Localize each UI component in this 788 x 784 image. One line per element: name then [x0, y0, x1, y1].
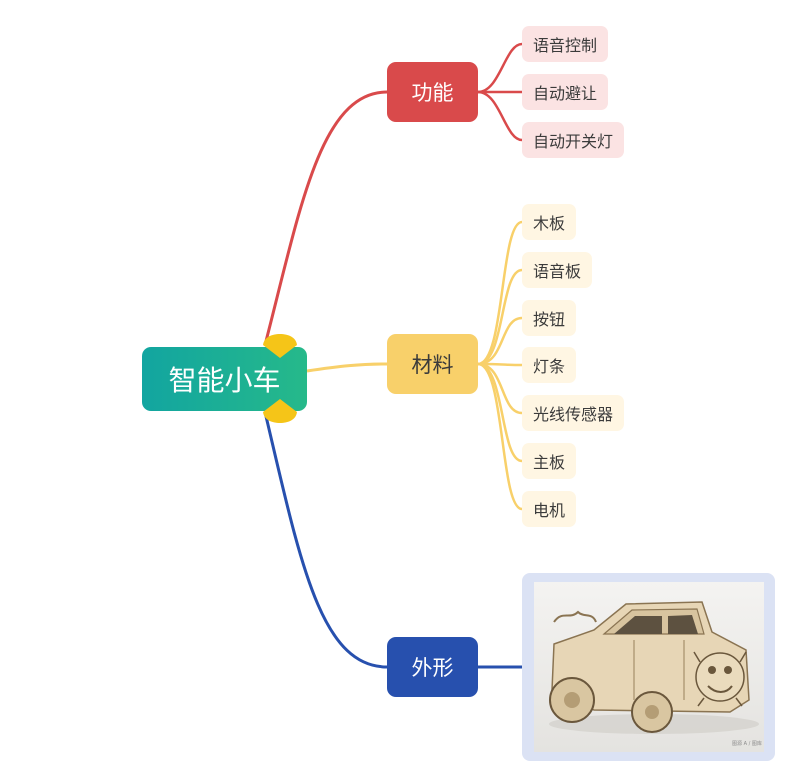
leaf-label: 自动开关灯 [533, 132, 614, 151]
leaf-label: 木板 [533, 214, 566, 233]
connector-material-leaf-7 [477, 362, 523, 511]
leaf-label: 光线传感器 [533, 405, 614, 424]
wooden-car-image: 图源 A / 图库 [534, 582, 764, 752]
leaf-label: 主板 [533, 453, 566, 472]
connector-root-function [263, 90, 388, 346]
root-label: 智能小车 [168, 364, 281, 397]
leaf-voice-control[interactable]: 语音控制 [522, 26, 609, 62]
leaf-label: 语音板 [533, 262, 582, 281]
connector-root-material [306, 362, 388, 373]
leaf-label: 电机 [533, 501, 566, 520]
car-image-frame[interactable]: 图源 A / 图库 [522, 573, 775, 761]
branch-appearance-label: 外形 [411, 656, 454, 680]
leaf-label: 灯条 [533, 357, 566, 376]
leaf-button[interactable]: 按钮 [522, 300, 577, 336]
leaf-label: 语音控制 [533, 36, 598, 55]
connector-material-leaf-1 [477, 220, 523, 366]
leaf-auto-light[interactable]: 自动开关灯 [522, 122, 625, 158]
collapse-marker-icon[interactable] [262, 398, 298, 424]
branch-function[interactable]: 功能 [387, 62, 478, 122]
connector-material-leaf-2 [477, 268, 523, 366]
branch-appearance[interactable]: 外形 [387, 637, 478, 697]
leaf-light-strip[interactable]: 灯条 [522, 347, 577, 383]
leaf-label: 自动避让 [533, 84, 598, 103]
connector-material-leaf-3 [477, 316, 523, 366]
collapse-marker-icon[interactable] [262, 333, 298, 359]
connector-root-appearance [263, 411, 388, 669]
leaf-mainboard[interactable]: 主板 [522, 443, 577, 479]
branch-material-label: 材料 [411, 353, 454, 377]
leaf-auto-avoid[interactable]: 自动避让 [522, 74, 609, 110]
image-watermark: 图源 A / 图库 [732, 740, 762, 747]
leaf-motor[interactable]: 电机 [522, 491, 577, 527]
branch-function-label: 功能 [411, 81, 454, 105]
leaf-wood-board[interactable]: 木板 [522, 204, 577, 240]
branch-material[interactable]: 材料 [387, 334, 478, 394]
leaf-voice-board[interactable]: 语音板 [522, 252, 593, 288]
leaf-light-sensor[interactable]: 光线传感器 [522, 395, 625, 431]
leaf-label: 按钮 [533, 310, 566, 329]
connector-function-leaf-3 [477, 90, 523, 142]
connector-function-leaf-1 [477, 42, 523, 94]
